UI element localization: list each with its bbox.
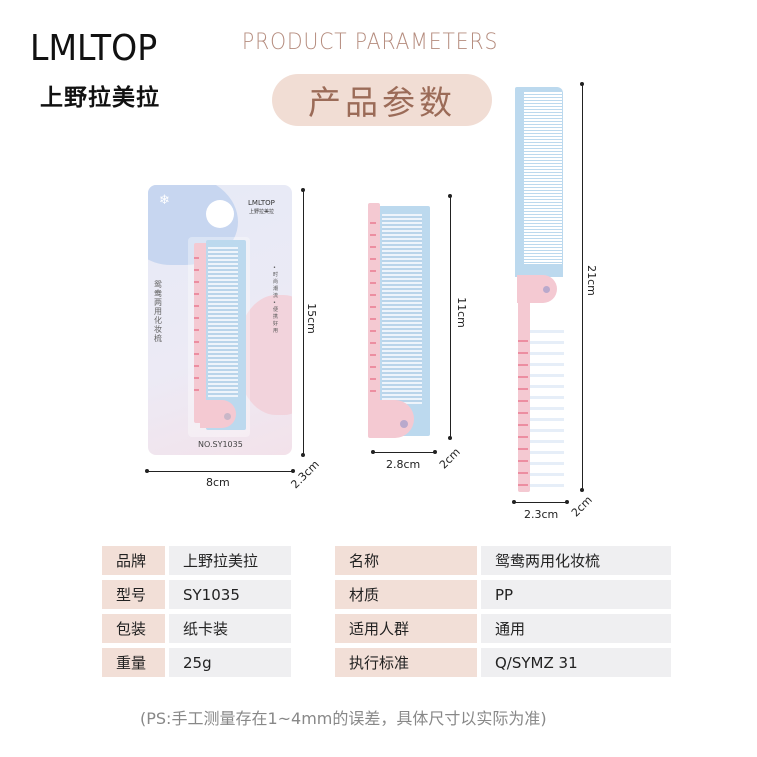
- section-title-cn: 产品参数: [308, 83, 456, 122]
- measure-line-width: [514, 502, 567, 503]
- brand-logo-en: LMLTOP: [30, 28, 158, 69]
- folded-height-label: 11cm: [454, 297, 468, 328]
- hinge-pin: [224, 413, 231, 420]
- spec-value: 纸卡装: [169, 614, 291, 643]
- package-depth-label: 2.3cm: [288, 457, 322, 492]
- unfolded-height-label: 21cm: [584, 265, 598, 296]
- spec-row-audience: 适用人群 通用: [335, 614, 671, 643]
- measure-line-height: [303, 190, 304, 455]
- measure-line-width: [373, 452, 435, 453]
- measure-line-height: [582, 84, 583, 490]
- spec-value: 上野拉美拉: [169, 546, 291, 575]
- spec-row-weight: 重量 25g: [102, 648, 291, 677]
- measure-dot: [291, 469, 295, 473]
- spec-key: 型号: [102, 580, 165, 609]
- spec-value: 25g: [169, 648, 291, 677]
- unfolded-width-label: 2.3cm: [524, 508, 559, 521]
- spec-value: SY1035: [169, 580, 291, 609]
- package-width-label: 8cm: [206, 476, 230, 489]
- measure-dot: [371, 450, 375, 454]
- measure-dot: [433, 450, 437, 454]
- card-features: • 时尚潮流 • 便携好用: [273, 265, 279, 334]
- measure-dot: [580, 82, 584, 86]
- comb-markings: [194, 247, 199, 397]
- folded-width-label: 2.8cm: [386, 458, 421, 471]
- package-height-label: 15cm: [304, 303, 318, 334]
- hang-hole: [206, 200, 234, 228]
- folded-comb-teeth: [382, 214, 422, 404]
- comb-teeth: [208, 247, 238, 397]
- spec-key: 重量: [102, 648, 165, 677]
- spec-row-model: 型号 SY1035: [102, 580, 291, 609]
- unfolded-comb-markings: [518, 330, 528, 490]
- measure-dot: [512, 500, 516, 504]
- section-title-en: PRODUCT PARAMETERS: [242, 30, 499, 55]
- measure-dot: [301, 453, 305, 457]
- measure-dot: [448, 194, 452, 198]
- spec-value: PP: [481, 580, 671, 609]
- spec-key: 材质: [335, 580, 477, 609]
- unfolded-comb-pin-teeth: [530, 322, 564, 490]
- folded-comb-markings: [370, 212, 376, 392]
- card-brand: LMLTOP 上野拉美拉: [248, 199, 275, 215]
- folded-comb-hinge: [372, 400, 414, 438]
- measure-dot: [580, 488, 584, 492]
- measure-dot: [145, 469, 149, 473]
- brand-logo-cn: 上野拉美拉: [40, 85, 160, 111]
- hinge-pin: [400, 420, 408, 428]
- snowflake-icon: ❄: [159, 193, 170, 208]
- spec-key: 执行标准: [335, 648, 477, 677]
- measurement-disclaimer: (PS:手工测量存在1~4mm的误差，具体尺寸以实际为准): [140, 709, 547, 728]
- folded-depth-label: 2cm: [436, 445, 463, 472]
- spec-value: 鸳鸯两用化妆梳: [481, 546, 671, 575]
- measure-dot: [301, 188, 305, 192]
- spec-row-name: 名称 鸳鸯两用化妆梳: [335, 546, 671, 575]
- measure-dot: [565, 500, 569, 504]
- spec-row-standard: 执行标准 Q/SYMZ 31: [335, 648, 671, 677]
- measure-line-height: [450, 196, 451, 438]
- spec-value: 通用: [481, 614, 671, 643]
- spec-row-brand: 品牌 上野拉美拉: [102, 546, 291, 575]
- unfolded-comb-fine-teeth: [524, 92, 562, 264]
- spec-key: 包装: [102, 614, 165, 643]
- spec-key: 适用人群: [335, 614, 477, 643]
- section-title-pill: 产品参数: [272, 74, 492, 126]
- unfolded-comb-hinge: [517, 275, 557, 303]
- spec-value: Q/SYMZ 31: [481, 648, 671, 677]
- measure-line-width: [147, 471, 293, 472]
- spec-row-material: 材质 PP: [335, 580, 671, 609]
- card-product-name: 鸳鸯两用化妆梳: [154, 280, 162, 343]
- measure-dot: [448, 436, 452, 440]
- spec-key: 名称: [335, 546, 477, 575]
- unfolded-depth-label: 2cm: [568, 493, 595, 520]
- spec-key: 品牌: [102, 546, 165, 575]
- spec-row-packaging: 包装 纸卡装: [102, 614, 291, 643]
- card-model-no: NO.SY1035: [198, 440, 243, 449]
- hinge-pin: [543, 286, 550, 293]
- package-card-image: ❄ LMLTOP 上野拉美拉 鸳鸯两用化妆梳 • 时尚潮流 • 便携好用 NO.…: [148, 185, 292, 455]
